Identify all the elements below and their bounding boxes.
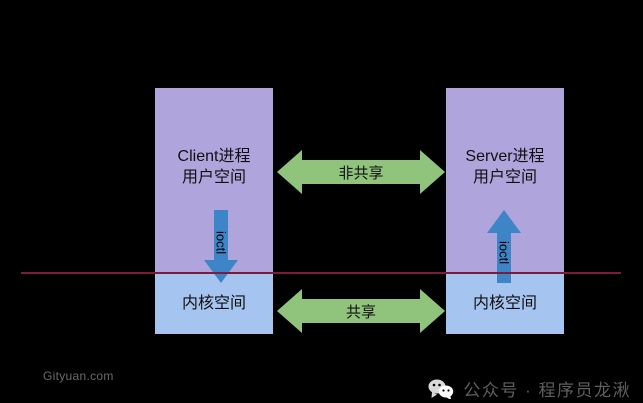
client-kernel-space-region (155, 273, 273, 334)
wechat-watermark-label: 公众号 · 程序员龙湫 (463, 381, 631, 400)
double-arrow-horizontal-icon (277, 289, 445, 333)
server-kernel-space-label: 内核空间 (472, 295, 537, 312)
wechat-watermark: 公众号 · 程序员龙湫 (428, 376, 631, 401)
user-kernel-boundary-line (21, 272, 621, 274)
server-ioctl-label: ioctl (496, 241, 512, 265)
client-ioctl-arrow-down: ioctl (203, 210, 239, 284)
client-ioctl-label: ioctl (213, 231, 229, 255)
server-ioctl-text-wrap: ioctl (486, 209, 522, 283)
server-ioctl-arrow-up: ioctl (486, 209, 522, 283)
client-ioctl-text-wrap: ioctl (203, 210, 239, 284)
server-user-space-label: Server进程 用户空间 (465, 148, 545, 186)
kernel-space-connector-label-wrap: 共享 (277, 288, 445, 334)
wechat-icon (428, 379, 454, 399)
arrow-down-icon (204, 210, 238, 283)
user-space-connector-label: 非共享 (338, 164, 384, 182)
client-user-space-label: Client进程 用户空间 (177, 148, 251, 186)
user-space-connector-label-wrap: 非共享 (277, 149, 445, 195)
arrow-up-icon (487, 210, 521, 283)
double-arrow-horizontal-icon (277, 150, 445, 194)
site-watermark: Gityuan.com (43, 369, 114, 383)
kernel-space-connector-label: 共享 (345, 303, 376, 321)
kernel-space-connector: 共享 (277, 288, 445, 334)
server-kernel-space-region (446, 273, 564, 334)
client-kernel-space-label: 内核空间 (181, 295, 246, 312)
user-space-connector: 非共享 (277, 149, 445, 195)
